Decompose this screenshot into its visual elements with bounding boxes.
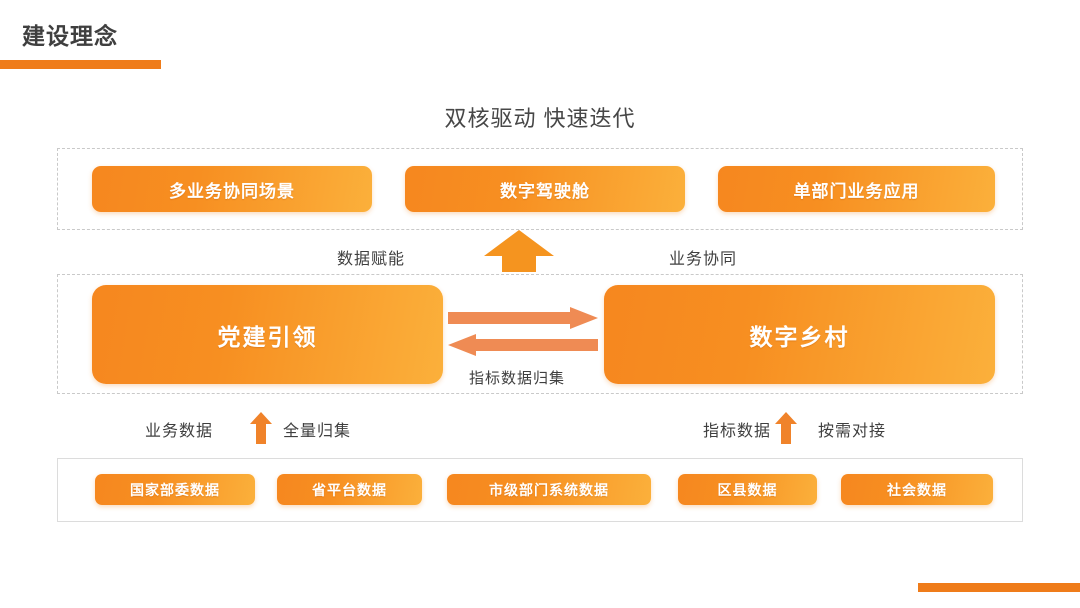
title-underline-bar [0, 60, 161, 69]
arrow-right-icon [448, 307, 598, 329]
data-source-item-district-county[interactable]: 区县数据 [678, 474, 817, 505]
core-item-label: 党建引领 [217, 323, 318, 350]
application-item-label: 数字驾驶舱 [500, 181, 590, 201]
arrow-up-icon [484, 230, 554, 272]
data-source-item-label: 国家部委数据 [130, 481, 220, 498]
data-source-item-municipal-department-system[interactable]: 市级部门系统数据 [447, 474, 651, 505]
data-source-item-label: 省平台数据 [312, 481, 387, 498]
bottom-right-decoration-bar [918, 583, 1080, 592]
application-item-single-department-app[interactable]: 单部门业务应用 [718, 166, 995, 212]
annotation-full-gather: 全量归集 [283, 423, 352, 440]
annotation-index-data-gather: 指标数据归集 [469, 370, 566, 387]
core-item-digital-village[interactable]: 数字乡村 [604, 285, 995, 384]
annotation-data-empower: 数据赋能 [337, 251, 406, 268]
application-item-multi-business-scene[interactable]: 多业务协同场景 [92, 166, 372, 212]
annotation-on-demand-docking: 按需对接 [818, 423, 887, 440]
arrow-left-icon [448, 334, 598, 356]
application-item-label: 多业务协同场景 [169, 181, 295, 201]
annotation-business-collaboration: 业务协同 [669, 251, 738, 268]
data-source-item-social[interactable]: 社会数据 [841, 474, 993, 505]
data-source-item-provincial-platform[interactable]: 省平台数据 [277, 474, 422, 505]
arrow-up-icon [775, 412, 797, 444]
data-source-item-label: 市级部门系统数据 [489, 481, 609, 498]
application-item-digital-cockpit[interactable]: 数字驾驶舱 [405, 166, 685, 212]
data-source-item-national-ministry[interactable]: 国家部委数据 [95, 474, 255, 505]
slide-subtitle: 双核驱动 快速迭代 [444, 106, 636, 131]
application-item-label: 单部门业务应用 [793, 181, 920, 201]
core-item-party-building-leadership[interactable]: 党建引领 [92, 285, 443, 384]
annotation-index-data: 指标数据 [703, 423, 772, 440]
page-title: 建设理念 [22, 23, 118, 49]
core-item-label: 数字乡村 [749, 323, 850, 350]
bidirectional-arrow-group [448, 307, 598, 361]
arrow-up-icon [250, 412, 272, 444]
data-source-item-label: 区县数据 [717, 481, 778, 498]
data-source-item-label: 社会数据 [887, 481, 947, 498]
annotation-business-data: 业务数据 [145, 423, 214, 440]
